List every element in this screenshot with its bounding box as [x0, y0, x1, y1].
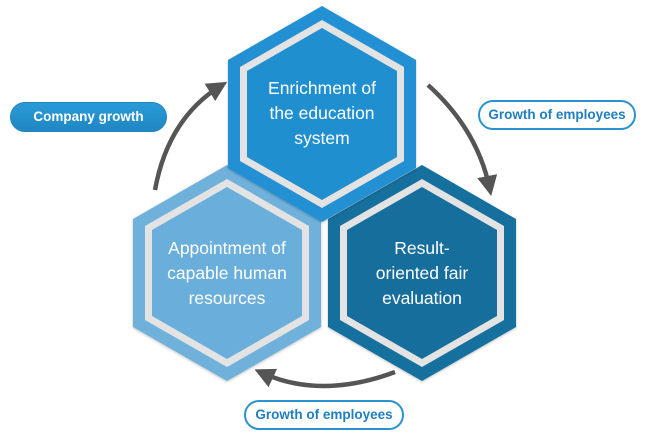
growth-of-employees-label-right: Growth of employees	[478, 100, 636, 130]
arrow-top-right	[426, 83, 498, 196]
hexagon-education: Enrichment of the education system	[228, 6, 416, 222]
hexagon-education-inner	[247, 28, 397, 200]
hexagon-appointment-line-2: capable human	[167, 263, 287, 283]
hexagon-evaluation-line-1: Result-	[394, 238, 450, 258]
hexagon-evaluation: Result- oriented fair evaluation	[328, 165, 516, 381]
hexagon-education-line-3: system	[294, 128, 349, 148]
hexagon-evaluation-line-2: oriented fair	[376, 263, 469, 283]
company-growth-label: Company growth	[10, 102, 167, 132]
hexagon-evaluation-inner	[347, 187, 497, 359]
arrow-left	[152, 81, 228, 191]
hexagon-appointment-line-3: resources	[189, 288, 266, 308]
hexagon-evaluation-line-3: evaluation	[382, 288, 462, 308]
hexagon-education-line-1: Enrichment of	[268, 78, 376, 98]
hexagon-appointment-line-1: Appointment of	[168, 238, 286, 258]
hexagon-appointment: Appointment of capable human resources	[133, 165, 321, 381]
hexagon-appointment-inner	[152, 187, 302, 359]
growth-of-employees-label-bottom: Growth of employees	[244, 400, 404, 430]
hexagon-education-line-2: the education	[269, 103, 374, 123]
arrow-bottom	[254, 368, 396, 389]
